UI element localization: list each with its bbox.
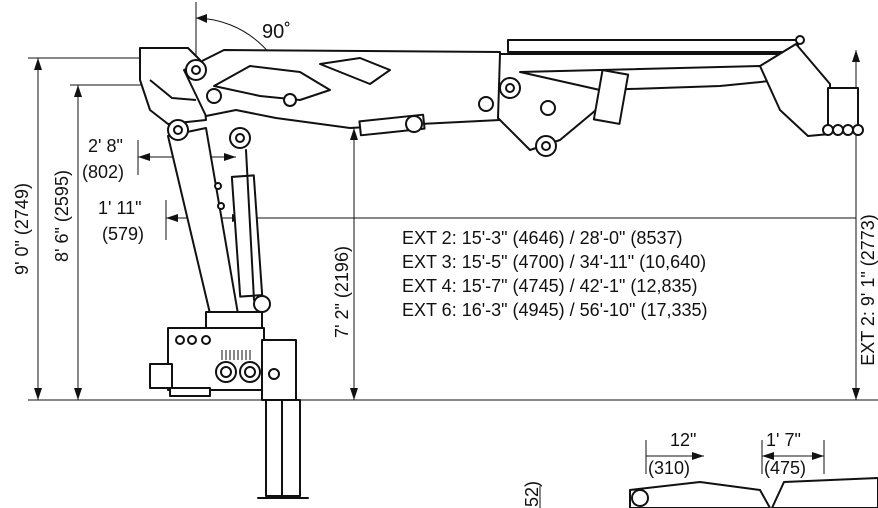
base-b-ft-label: 1' 7" xyxy=(766,430,801,450)
angle-label: 90˚ xyxy=(262,21,291,43)
crane-inner-boom xyxy=(139,47,501,149)
extension-line-1: EXT 2: 15'-3" (4646) / 28'-0" (8537) xyxy=(402,228,682,248)
boom-height-label: 8' 6" (2595) xyxy=(52,170,72,262)
extension-line-4: EXT 6: 16'-3" (4945) / 56'-10" (17,335) xyxy=(402,300,708,320)
offset-b-mm-label: (579) xyxy=(102,224,144,244)
base-a-mm-label: (310) xyxy=(648,458,690,478)
pivot-height-label: 7' 2" (2196) xyxy=(332,246,352,338)
crane-outer-boom xyxy=(478,35,864,157)
partial-vertical-label: 52) xyxy=(522,481,542,507)
base-footprint-detail xyxy=(539,440,878,508)
offset-b-ft-label: 1' 11" xyxy=(98,198,142,218)
offset-a-mm-label: (802) xyxy=(82,162,124,182)
base-a-ft-label: 12" xyxy=(670,430,696,450)
crane-column xyxy=(167,127,271,329)
extension-line-3: EXT 4: 15'-7" (4745) / 42'-1" (12,835) xyxy=(402,276,697,296)
total-height-label: 9' 0" (2749) xyxy=(12,183,32,275)
crane-base xyxy=(149,327,309,499)
dimension-labels: 90˚ 9' 0" (2749) 8' 6" (2595) 2' 8" (802… xyxy=(12,21,878,507)
extension-line-2: EXT 3: 15'-5" (4700) / 34'-11" (10,640) xyxy=(402,252,706,272)
base-b-mm-label: (475) xyxy=(764,458,806,478)
offset-a-ft-label: 2' 8" xyxy=(88,136,123,156)
ext2-height-label: EXT 2: 9' 1" (2773) xyxy=(858,214,878,366)
